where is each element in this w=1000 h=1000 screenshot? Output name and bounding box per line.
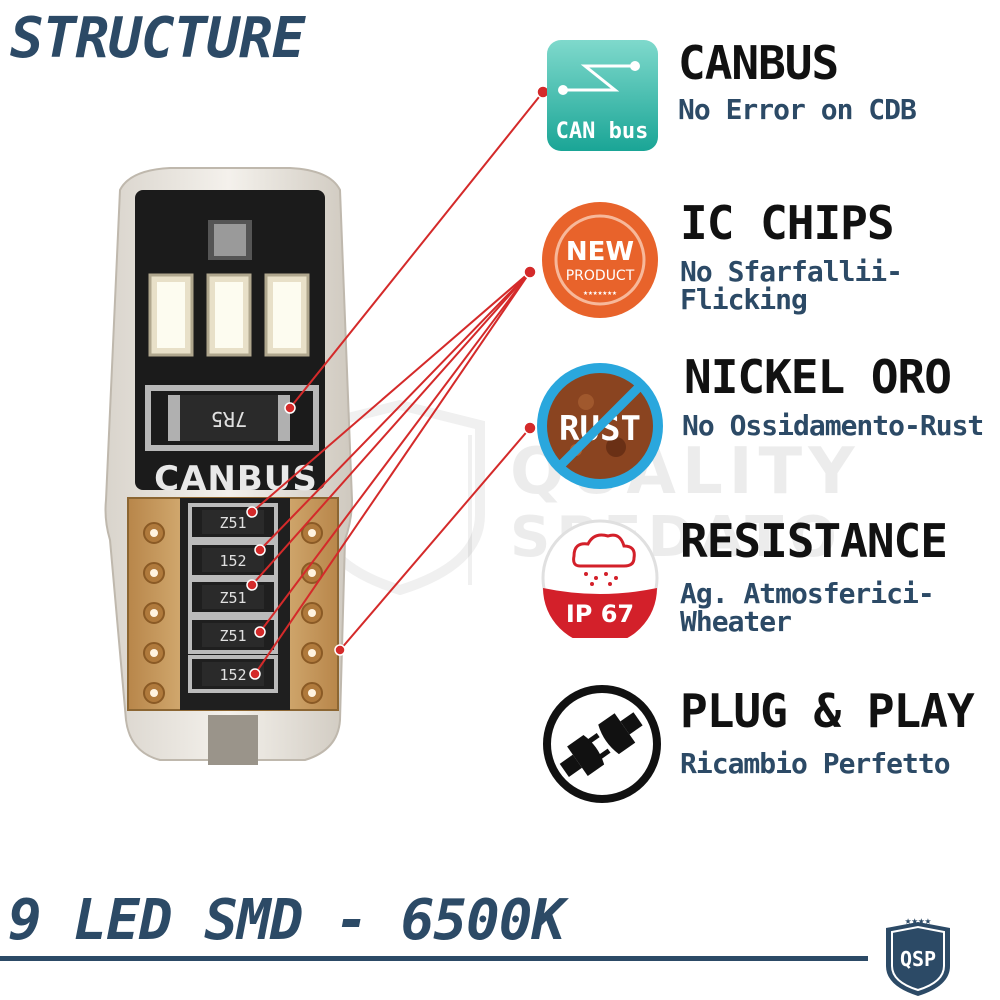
resistor-body (202, 548, 264, 572)
footer-divider (0, 956, 868, 961)
feature-nickel-oro: RUST NICKEL ORO No Ossidamento-Rust (536, 350, 991, 489)
product-icon-text: PRODUCT (566, 268, 635, 284)
ip67-icon: IP 67 (541, 519, 659, 638)
resistor-label: 152 (219, 552, 246, 570)
feature-plug-play-title: PLUG & PLAY (680, 684, 975, 738)
qsp-badge-text: QSP (900, 947, 936, 971)
feature-canbus: CAN bus CANBUS No Error on CDB (545, 38, 985, 158)
feature-nickel-oro-title: NICKEL ORO (684, 350, 952, 404)
resistor-frame (188, 578, 278, 616)
feature-resistance: IP 67 RESISTANCE Ag. Atmosferici-Wheater (540, 514, 995, 644)
feature-resistance-title: RESISTANCE (680, 514, 948, 568)
no-rust-icon: RUST (537, 363, 663, 489)
main-resistor-label: 7R5 (211, 407, 247, 431)
resistor-frame (188, 616, 278, 654)
resistor-label: Z51 (219, 589, 246, 607)
qsp-badge-icon: ★★★★ QSP (886, 914, 950, 996)
feature-resistance-subtitle: Ag. Atmosferici-Wheater (680, 577, 935, 638)
resistor-label: 152 (219, 666, 246, 684)
resistor-body (202, 623, 264, 647)
canbus-icon: CAN bus (547, 40, 658, 151)
resistor-frame (188, 655, 278, 693)
new-product-icon: NEW PRODUCT ★★★★★★★ (542, 202, 658, 318)
feature-nickel-oro-subtitle: No Ossidamento-Rust (682, 409, 984, 442)
feature-plug-play-subtitle: Ricambio Perfetto (680, 747, 951, 780)
plug-icon (543, 685, 661, 803)
resistor-frame (188, 503, 278, 541)
feature-ic-chips-subtitle: No Sfarfallii-Flicking (680, 255, 903, 316)
page-title: STRUCTURE (10, 6, 305, 71)
resistor-label: Z51 (219, 627, 246, 645)
feature-plug-play: PLUG & PLAY Ricambio Perfetto (540, 682, 995, 812)
feature-canbus-subtitle: No Error on CDB (678, 93, 917, 126)
svg-text:★★★★★★★: ★★★★★★★ (583, 288, 617, 297)
ip67-icon-text: IP 67 (566, 600, 634, 628)
feature-ic-chips: NEW PRODUCT ★★★★★★★ IC CHIPS No Sfarfall… (540, 200, 990, 330)
feature-ic-chips-title: IC CHIPS (680, 196, 895, 250)
resistor-frame (188, 541, 278, 579)
resistor-label: Z51 (219, 514, 246, 532)
canbus-icon-text: CAN bus (556, 119, 649, 144)
feature-canbus-title: CANBUS (678, 36, 839, 90)
footer-title: 9 LED SMD - 6500K (8, 888, 565, 953)
new-icon-text: NEW (566, 237, 634, 267)
